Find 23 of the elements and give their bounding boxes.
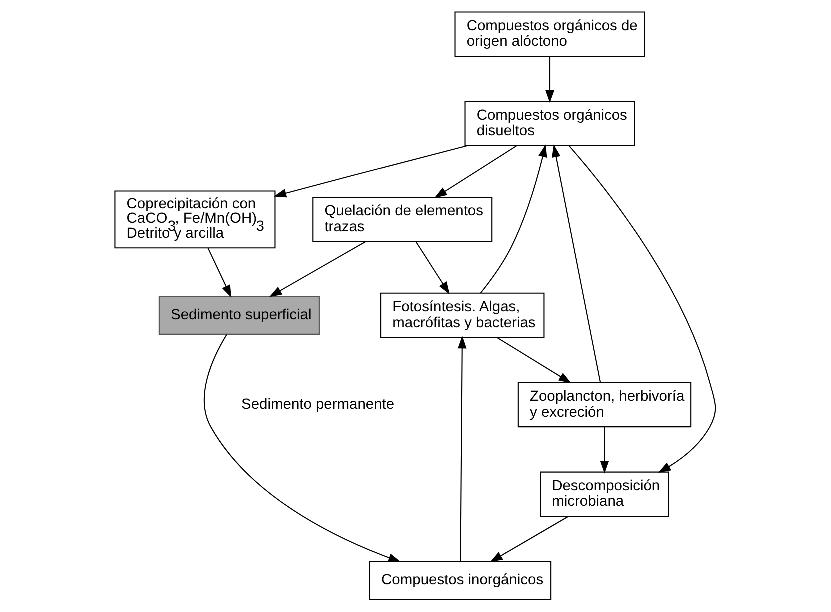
arrow	[204, 334, 402, 562]
arrow	[274, 146, 468, 198]
arrow	[208, 248, 232, 298]
node-box: Quelación de elementos trazas	[312, 197, 493, 242]
node-box: Fotosíntesis. Algas, macrófitas y bacterias	[380, 292, 545, 338]
arrow	[496, 337, 572, 384]
arrow	[600, 427, 610, 474]
arrow	[490, 516, 569, 562]
node-box: Sedimento superficial	[158, 296, 320, 335]
node-box: Compuestos orgánicos de origen alóctono	[454, 12, 646, 58]
arrow	[416, 242, 450, 295]
label: Sedimento permanente	[242, 396, 395, 413]
arrow	[569, 146, 716, 474]
arrow	[434, 146, 517, 198]
arrow	[458, 336, 467, 562]
node-box: Compuestos inorgánicos	[369, 561, 552, 600]
node-box: Descomposición microbiana	[540, 472, 670, 518]
arrow	[552, 144, 602, 383]
arrow	[269, 242, 366, 298]
node-box: Compuestos orgánicos disueltos	[464, 101, 636, 146]
arrow	[480, 144, 548, 294]
arrow	[546, 56, 554, 104]
node-box: Zooplancton, herbivoría y excreción	[518, 382, 692, 428]
